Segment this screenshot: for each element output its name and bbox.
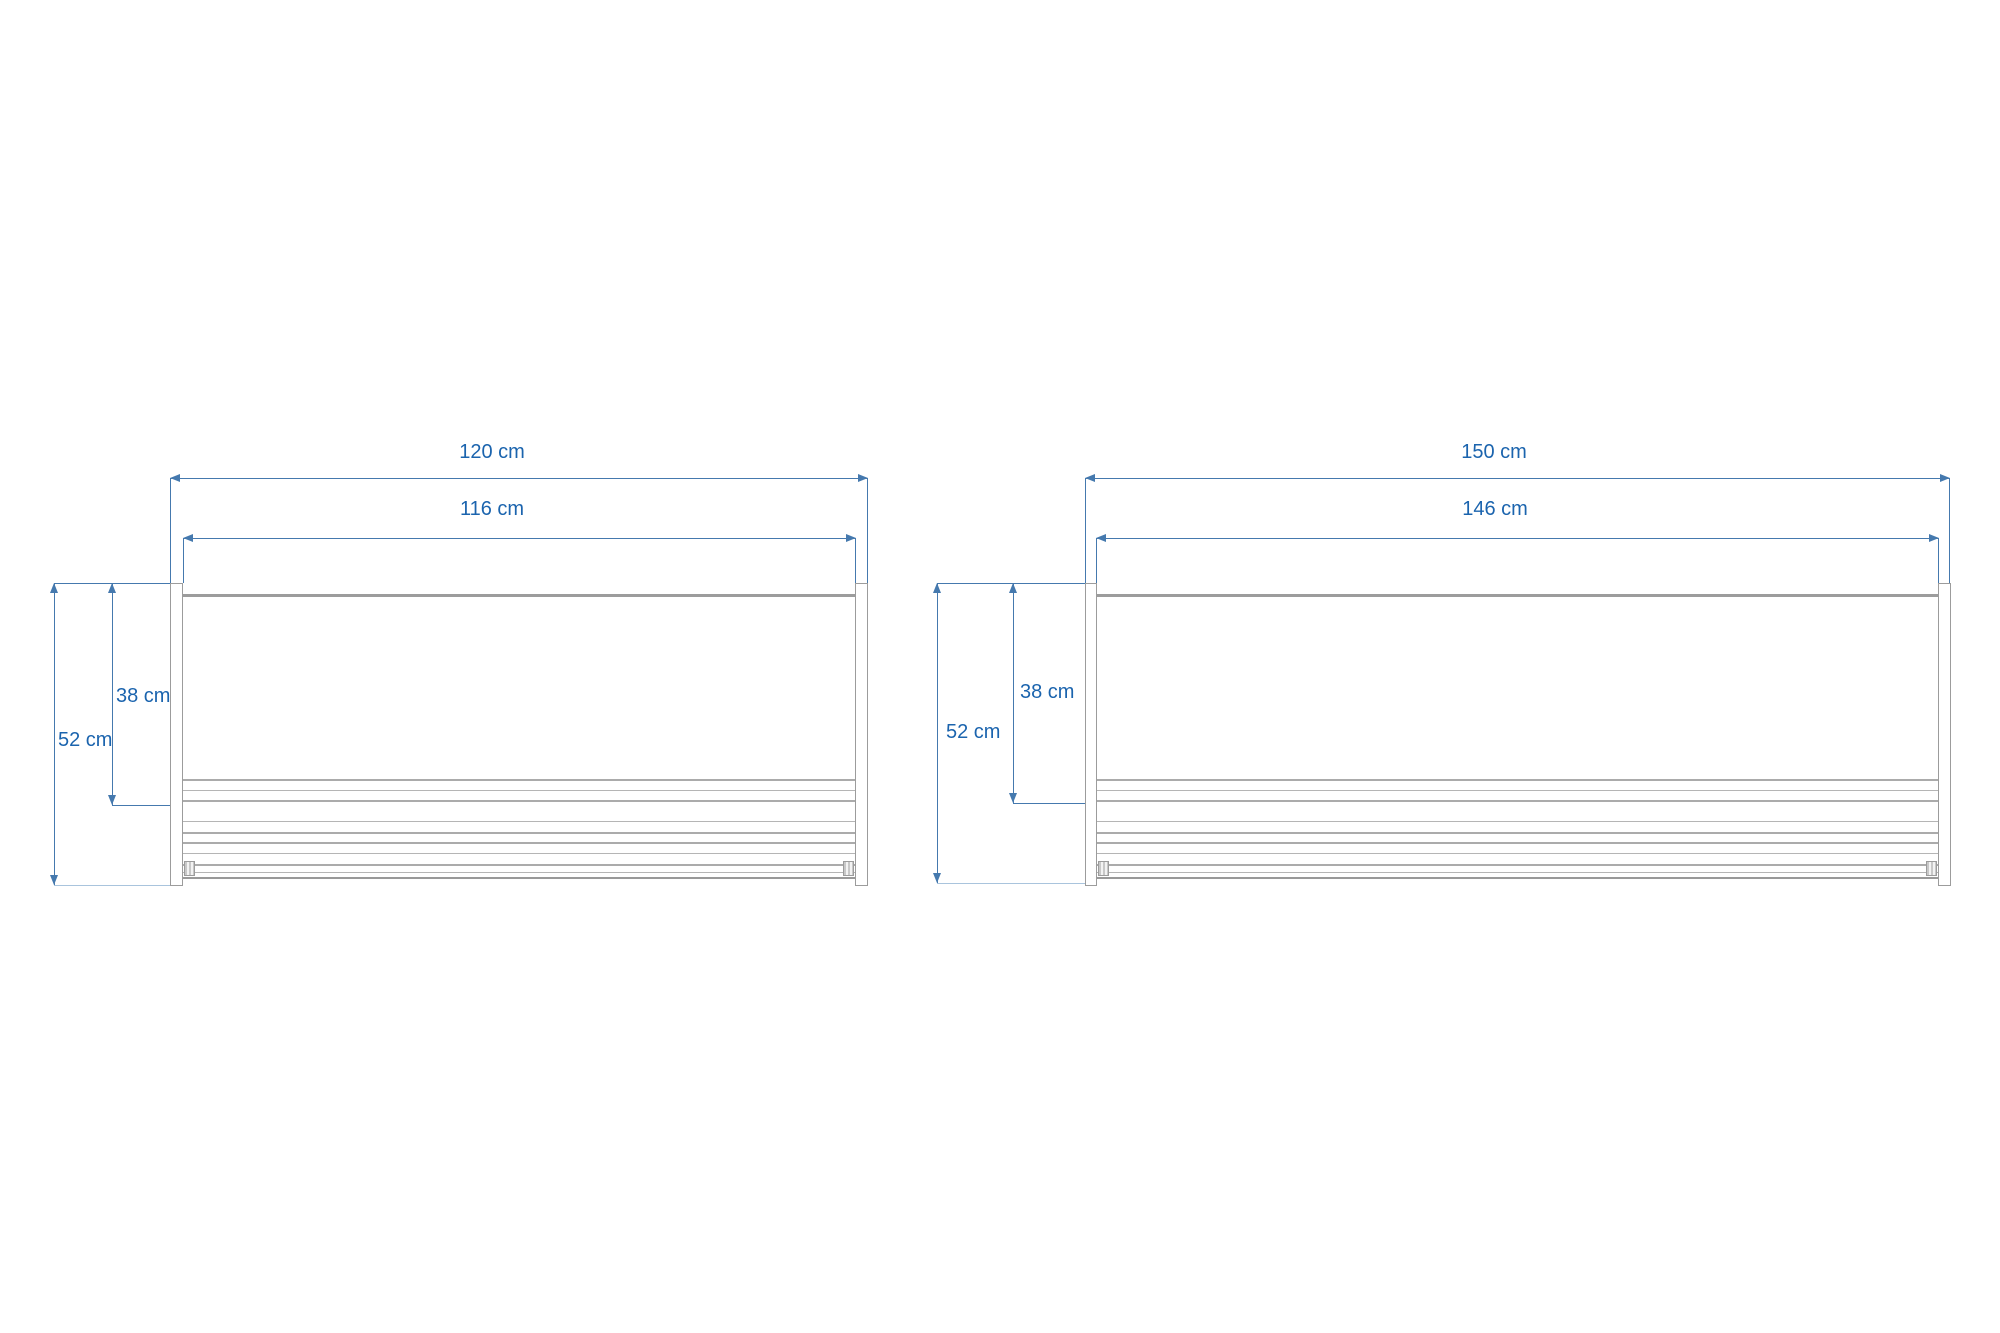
- inner-width-dimension-line: [1096, 538, 1939, 539]
- bottom-frame-line: [183, 877, 855, 879]
- total-height-label: 52 cm: [946, 721, 1001, 743]
- arrow-down-icon: [1009, 793, 1017, 803]
- inner-height-label: 38 cm: [1020, 681, 1075, 703]
- inner-height-connector-line: [112, 805, 170, 806]
- slat-line: [1097, 821, 1938, 822]
- inner-width-label: 116 cm: [459, 498, 525, 520]
- arrow-right-icon: [1940, 474, 1950, 482]
- arrow-right-icon: [846, 534, 856, 542]
- extension-line: [867, 478, 868, 583]
- arrow-left-icon: [183, 534, 193, 542]
- arrow-up-icon: [1009, 583, 1017, 593]
- slat-line: [183, 790, 855, 791]
- extension-line: [855, 538, 856, 583]
- left-post: [1085, 583, 1097, 886]
- total-height-dimension-line: [54, 583, 55, 885]
- extension-line: [1096, 538, 1097, 583]
- arrow-right-icon: [858, 474, 868, 482]
- total-height-label: 52 cm: [58, 729, 113, 751]
- slat-line: [1097, 864, 1938, 866]
- inner-height-dimension-line: [112, 583, 113, 805]
- outer-width-dimension-line: [170, 478, 868, 479]
- slat-line: [1097, 779, 1938, 781]
- extension-line: [1938, 538, 1939, 583]
- arrow-up-icon: [108, 583, 116, 593]
- right-post: [1938, 583, 1951, 886]
- slat-line: [1097, 832, 1938, 834]
- bottom-connector-line: [937, 883, 1096, 884]
- slat-line: [183, 821, 855, 822]
- top-rail: [183, 594, 855, 597]
- arrow-up-icon: [50, 583, 58, 593]
- inner-width-dimension-line: [183, 538, 856, 539]
- extension-line: [1949, 478, 1950, 583]
- extension-line: [1085, 478, 1086, 583]
- arrow-down-icon: [108, 795, 116, 805]
- corner-bracket: [843, 861, 854, 876]
- slat-line: [183, 842, 855, 844]
- arrow-left-icon: [1085, 474, 1095, 482]
- arrow-left-icon: [170, 474, 180, 482]
- total-height-dimension-line: [937, 583, 938, 883]
- extension-line: [183, 538, 184, 583]
- slat-line: [1097, 853, 1938, 854]
- bottom-frame-line: [1097, 877, 1938, 879]
- inner-height-dimension-line: [1013, 583, 1014, 803]
- slat-line: [1097, 790, 1938, 791]
- slat-line: [183, 864, 855, 866]
- outer-width-label: 120 cm: [459, 441, 525, 463]
- slat-line: [183, 853, 855, 854]
- arrow-up-icon: [933, 583, 941, 593]
- bottom-connector-line: [54, 885, 183, 886]
- corner-bracket: [1098, 861, 1109, 876]
- slat-line: [1097, 872, 1938, 873]
- inner-width-label: 146 cm: [1462, 498, 1528, 520]
- outer-width-label: 150 cm: [1461, 441, 1527, 463]
- outer-width-dimension-line: [1085, 478, 1950, 479]
- slat-line: [183, 779, 855, 781]
- top-connector-line: [54, 583, 183, 584]
- slat-line: [183, 800, 855, 802]
- corner-bracket: [184, 861, 195, 876]
- slat-line: [1097, 842, 1938, 844]
- arrow-left-icon: [1096, 534, 1106, 542]
- inner-height-label: 38 cm: [116, 685, 171, 707]
- slat-line: [1097, 800, 1938, 802]
- arrow-down-icon: [50, 875, 58, 885]
- inner-height-connector-line: [1013, 803, 1085, 804]
- left-post: [170, 583, 183, 886]
- arrow-down-icon: [933, 873, 941, 883]
- top-rail: [1097, 594, 1938, 597]
- slat-line: [183, 872, 855, 873]
- corner-bracket: [1926, 861, 1937, 876]
- slat-line: [183, 832, 855, 834]
- extension-line: [170, 478, 171, 583]
- arrow-right-icon: [1929, 534, 1939, 542]
- right-post: [855, 583, 868, 886]
